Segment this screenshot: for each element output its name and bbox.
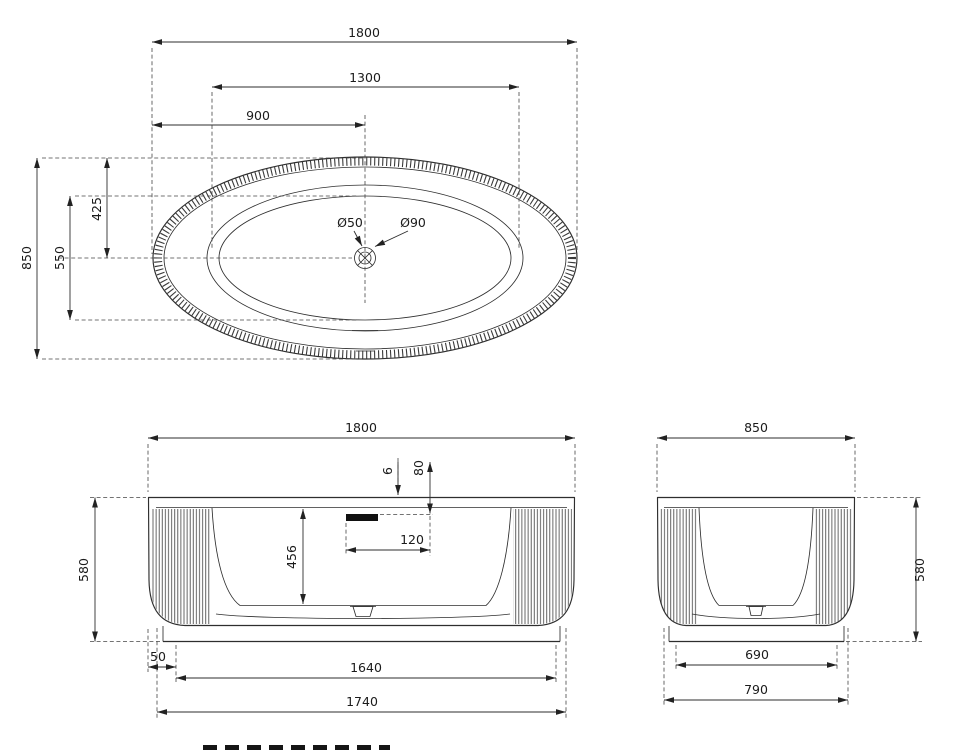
front-plinth [162,626,561,643]
dim-label-top-width-overall: 850 [19,246,34,270]
side-bottom-curve [691,613,821,619]
side-fluted-wall-right [815,509,852,624]
front-outline [147,496,576,627]
dim-label-base-inset: 50 [150,649,166,664]
front-drain [350,606,376,617]
side-basin-left-slope [698,507,720,606]
front-fluted-wall-right [513,509,572,624]
dim-label-drain-inner: Ø50 [337,215,363,230]
dim-label-drain-outer: Ø90 [400,215,426,230]
dim-label-side-base-width: 690 [745,647,769,662]
dim-label-top-length-overall: 1800 [348,25,380,40]
dim-label-top-length-half: 900 [246,108,270,123]
dim-label-overflow-offset: 120 [400,532,424,547]
dim-label-inner-depth: 456 [284,545,299,569]
front-fluted-wall-left [151,509,210,624]
front-view [147,496,576,643]
dim-label-top-width-inner: 550 [52,246,67,270]
dim-label-top-length-inner: 1300 [349,70,381,85]
side-view [656,496,856,643]
dim-label-side-width-overall: 850 [744,420,768,435]
dim-label-base-length: 1640 [350,660,382,675]
front-view-dimensions: 1800 580 456 80 6 120 50 1640 1740 [76,420,576,718]
side-view-dimensions: 850 580 690 790 [656,420,927,706]
overflow-slot [346,514,378,521]
side-outline [656,496,856,627]
dim-label-front-height-overall: 580 [76,558,91,582]
dim-label-overflow-slot: 6 [380,467,395,475]
drain-cross-2 [357,250,373,266]
front-drain-body [352,606,374,617]
dim-label-side-height-overall: 580 [912,558,927,582]
top-view [58,115,578,360]
side-fluted-wall-left [660,509,697,624]
side-drain [746,606,766,616]
front-basin-right-slope [485,507,512,606]
side-basin-right-slope [792,507,814,606]
side-plinth [668,626,845,643]
leader-drain-90 [374,230,409,247]
top-view-dimensions: 1800 1300 900 850 550 425 Ø50 Ø90 [19,25,578,360]
dim-label-front-length-overall: 1800 [345,420,377,435]
dim-label-top-width-half: 425 [89,197,104,221]
dim-label-side-bottom-width: 790 [744,682,768,697]
leader-drain-50 [353,230,363,247]
front-basin-left-slope [211,507,241,606]
dim-label-overflow-height: 80 [411,460,426,476]
side-drain-body [748,606,764,616]
front-bottom-curve [215,613,511,619]
dim-label-bottom-length: 1740 [346,694,378,709]
